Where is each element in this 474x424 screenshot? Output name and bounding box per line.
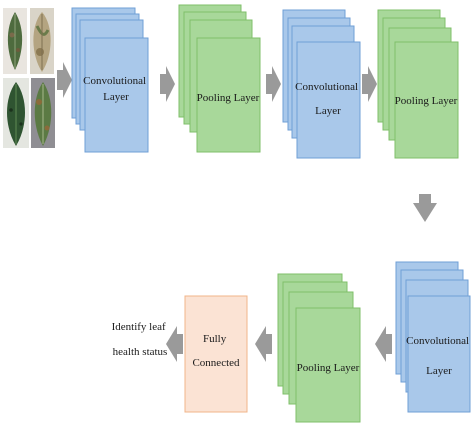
- arrow-left-icon: [166, 326, 183, 362]
- pooling-layer-2-label: Pooling Layer: [395, 95, 458, 107]
- diseased-leaf-icon: [3, 8, 27, 74]
- output-label-line1: Identify leaf: [112, 321, 166, 333]
- input-images: [3, 8, 55, 148]
- svg-text:Convolutional Layer: Convolutional Layer: [83, 75, 149, 103]
- pooling-layer-3: Pooling Layer: [277, 273, 361, 423]
- pooling-layer-3-label: Pooling Layer: [297, 362, 360, 374]
- pooling-layer-1: Pooling Layer: [178, 4, 261, 153]
- fully-connected-label-line1: Fully: [203, 333, 227, 345]
- conv-layer-2-label-line2: Layer: [315, 105, 341, 117]
- conv-layer-2: Convolutional Layer: [282, 9, 361, 159]
- conv-layer-3-label-line1: Convolutional: [406, 335, 469, 347]
- fully-connected-layer: Fully Connected: [184, 295, 248, 413]
- svg-text:Convolutional Layer: Convolutional Layer: [295, 81, 361, 117]
- spotted-leaf-icon: [3, 78, 29, 148]
- conv-layer-2-label-line1: Convolutional: [295, 81, 358, 93]
- conv-layer-1-label-line1: Convolutional: [83, 75, 146, 87]
- arrow-right-icon: [160, 66, 175, 102]
- arrow-left-icon: [375, 326, 392, 362]
- output-label-line2: health status: [113, 346, 168, 358]
- arrow-right-icon: [266, 66, 281, 102]
- blighted-leaf-icon: [31, 78, 55, 148]
- conv-layer-3: Convolutional Layer: [395, 261, 472, 413]
- pooling-layer-2: Pooling Layer: [377, 9, 459, 159]
- arrow-right-icon: [57, 62, 72, 98]
- conv-layer-1: Convolutional Layer: [71, 7, 149, 153]
- output-label: Identify leaf health status: [112, 321, 169, 358]
- svg-text:Fully Connected: Fully Connected: [192, 333, 240, 369]
- arrow-left-icon: [255, 326, 272, 362]
- svg-text:Convolutional Layer: Convolutional Layer: [406, 335, 472, 377]
- conv-layer-1-label-line2: Layer: [103, 91, 129, 103]
- svg-text:Pooling Layer: Pooling Layer: [395, 95, 458, 107]
- arrow-right-icon: [362, 66, 377, 102]
- conv-layer-3-label-line2: Layer: [426, 365, 452, 377]
- arrow-down-icon: [413, 194, 437, 222]
- pooling-layer-1-label: Pooling Layer: [197, 92, 260, 104]
- svg-text:Pooling Layer: Pooling Layer: [197, 92, 260, 104]
- svg-text:Pooling Layer: Pooling Layer: [297, 362, 360, 374]
- fully-connected-label-line2: Connected: [192, 357, 240, 369]
- dried-leaf-icon: [30, 8, 54, 74]
